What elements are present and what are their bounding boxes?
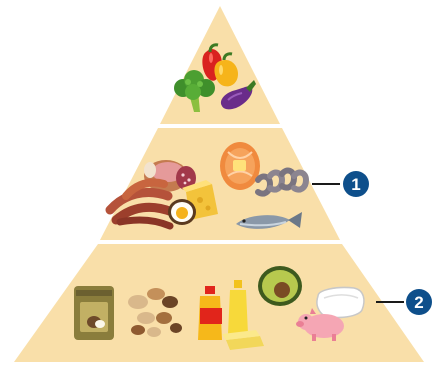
lard-icon bbox=[317, 287, 364, 317]
salmon-steak-icon bbox=[220, 142, 260, 190]
marker-1: 1 bbox=[343, 171, 369, 197]
coconut-oil-jar-icon bbox=[74, 286, 114, 340]
avocado-icon bbox=[258, 266, 302, 306]
marker-1-label: 1 bbox=[351, 175, 360, 194]
marker-2: 2 bbox=[406, 289, 432, 315]
marker-2-label: 2 bbox=[414, 293, 423, 312]
egg-icon bbox=[168, 199, 196, 225]
